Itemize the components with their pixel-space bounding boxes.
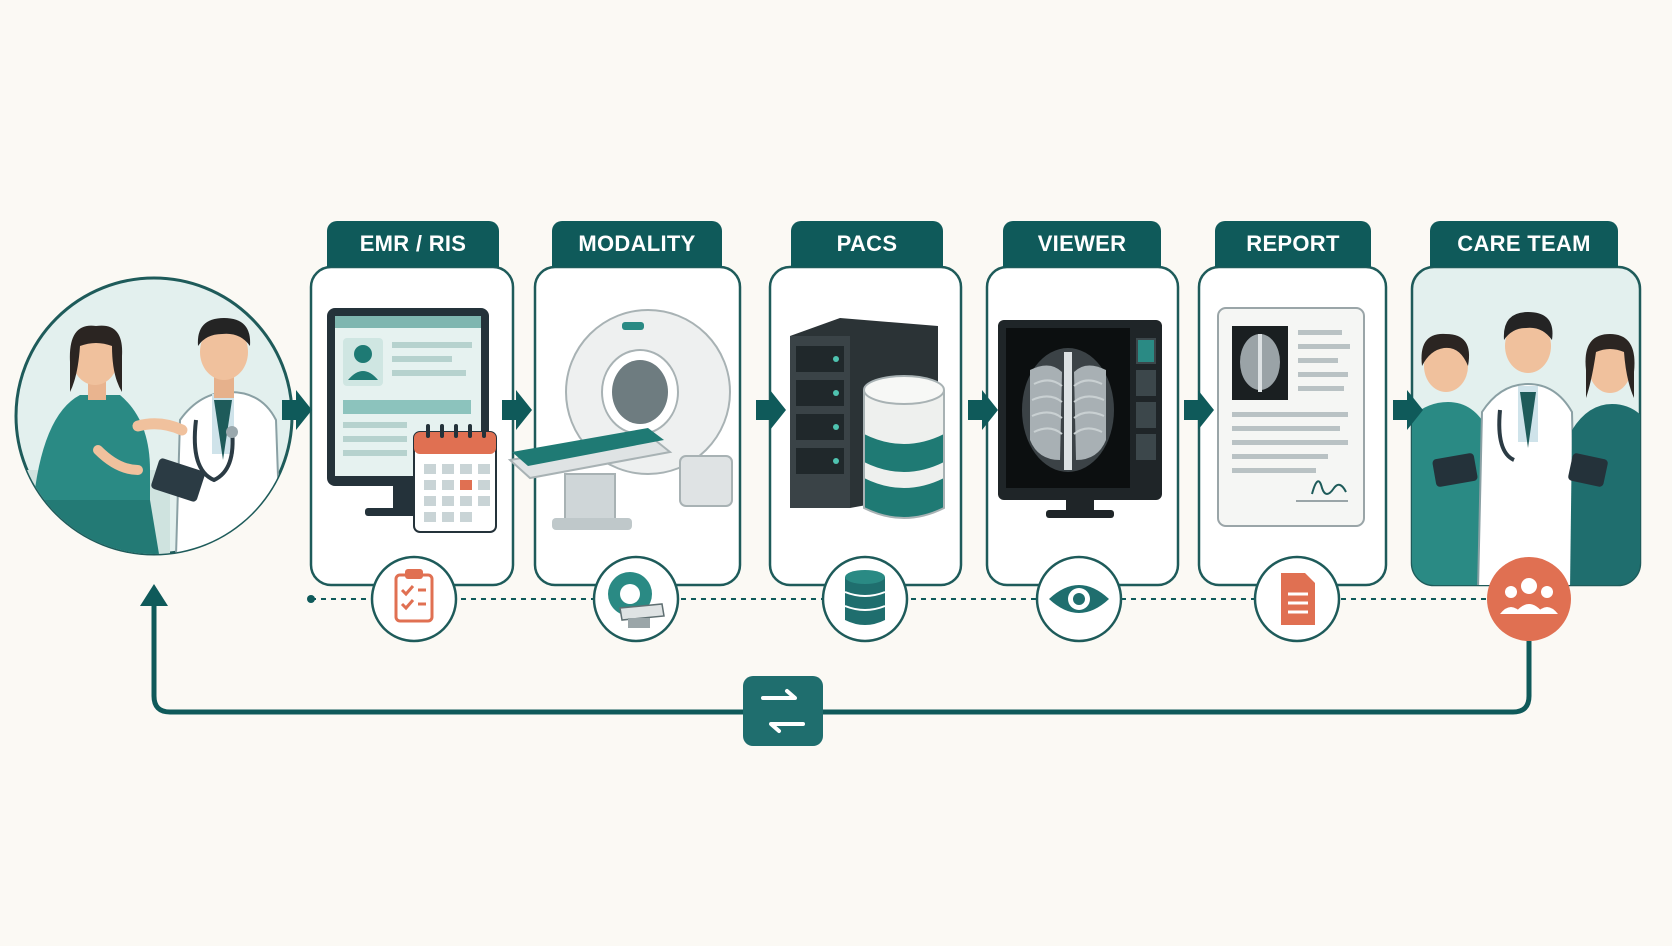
stage-panel-care-team: [1398, 267, 1654, 590]
track-start-dot: [307, 595, 315, 603]
stage-label-care-team: CARE TEAM: [1430, 221, 1618, 267]
stage-label-text: PACS: [837, 231, 898, 257]
stage-label-text: CARE TEAM: [1457, 231, 1590, 257]
icon-circle-care-team: [1487, 557, 1571, 641]
loop-back-arrowhead: [140, 584, 168, 606]
stage-panel-report: [1199, 267, 1386, 585]
stage-label-pacs: PACS: [791, 221, 943, 267]
icon-circle-pacs: [823, 557, 907, 641]
database-cylinder: [864, 376, 944, 518]
stage-label-text: EMR / RIS: [360, 231, 467, 257]
icon-circle-viewer: [1037, 557, 1121, 641]
stage-label-report: REPORT: [1215, 221, 1371, 267]
loop-exchange-badge: [743, 676, 823, 746]
stage-label-viewer: VIEWER: [1003, 221, 1161, 267]
chest-xray-image: [1022, 348, 1114, 472]
patient-consultation-illustration: [10, 278, 292, 590]
stage-panel-modality: [510, 267, 740, 585]
stage-label-emr-ris: EMR / RIS: [327, 221, 499, 267]
stage-label-modality: MODALITY: [552, 221, 722, 267]
stage-label-text: MODALITY: [578, 231, 695, 257]
stage-label-text: REPORT: [1246, 231, 1339, 257]
icon-circle-emr: [372, 557, 456, 641]
stage-panel-viewer: [987, 267, 1178, 585]
stage-panel-pacs: [770, 267, 961, 585]
icon-circle-report: [1255, 557, 1339, 641]
stage-panel-emr-ris: [311, 267, 513, 585]
icon-circle-modality: [594, 557, 678, 641]
stage-label-text: VIEWER: [1038, 231, 1127, 257]
